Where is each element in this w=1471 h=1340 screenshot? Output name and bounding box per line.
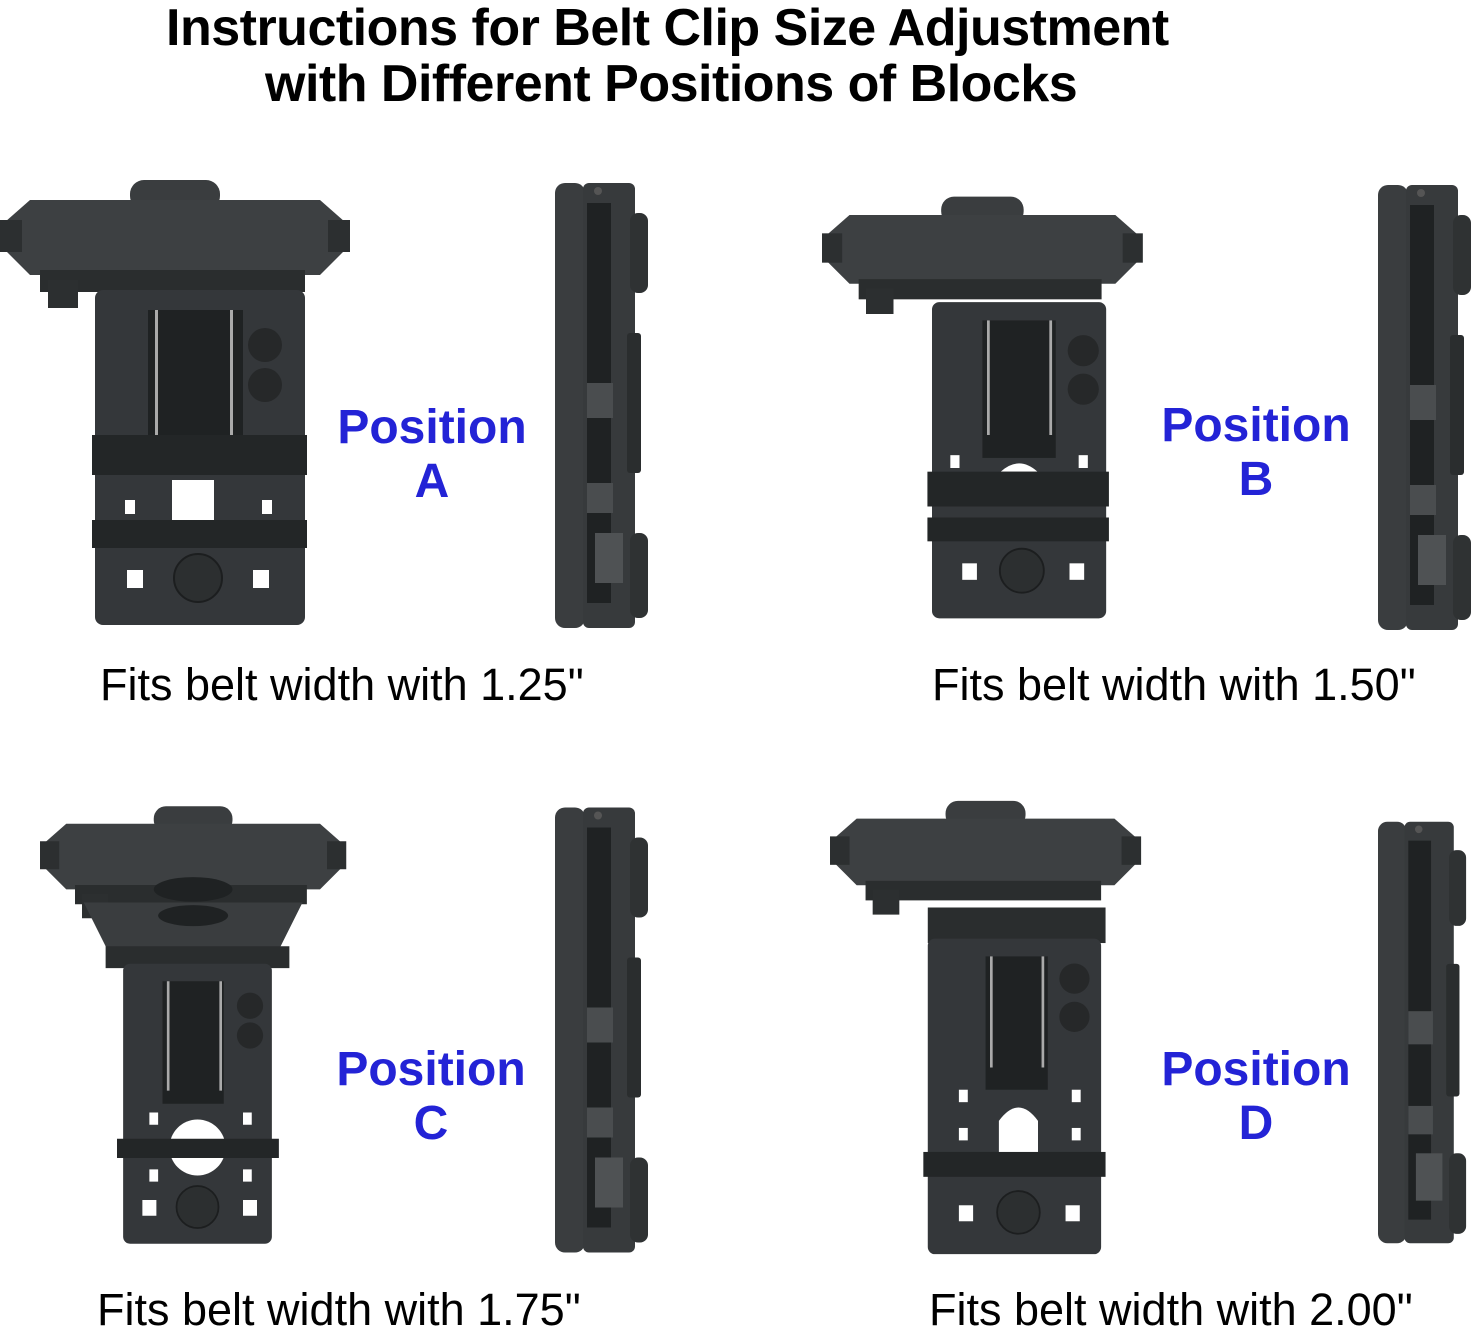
- clip-front-image-a: [0, 180, 350, 625]
- position-a-letter: A: [414, 455, 450, 508]
- position-c-label: Position C: [316, 1043, 546, 1151]
- position-c-letter: C: [413, 1097, 449, 1150]
- title-line-1: Instructions for Belt Clip Size Adjustme…: [166, 0, 1169, 57]
- clip-front-image-d: [830, 800, 1142, 1255]
- position-c-caption: Fits belt width with 1.75": [97, 1284, 581, 1335]
- position-b-label: Position B: [1141, 399, 1371, 507]
- position-d-letter: D: [1238, 1097, 1274, 1150]
- title-line-2: with Different Positions of Blocks: [265, 55, 1078, 113]
- clip-front-image-b: [822, 196, 1143, 619]
- clip-side-image-b: [1378, 185, 1471, 630]
- position-b-letter: B: [1238, 453, 1274, 506]
- clip-side-image-d: [1378, 821, 1467, 1244]
- clip-side-image-a: [555, 183, 648, 628]
- position-a-caption: Fits belt width with 1.25": [100, 659, 584, 710]
- position-b-caption: Fits belt width with 1.50": [932, 659, 1416, 710]
- clip-side-image-c: [555, 807, 648, 1253]
- clip-front-image-c: [40, 806, 347, 1244]
- position-d-label: Position D: [1141, 1043, 1371, 1151]
- position-d-caption: Fits belt width with 2.00": [929, 1284, 1413, 1335]
- position-a-label: Position A: [317, 401, 547, 509]
